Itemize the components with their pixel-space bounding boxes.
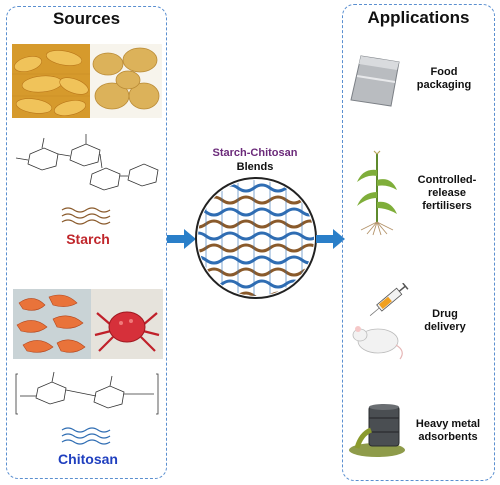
syringe-mouse-icon [352, 283, 409, 360]
corn-cobs-image [12, 44, 90, 118]
drug-delivery-label: Drug delivery [424, 308, 466, 333]
leaking-barrel-icon [349, 404, 405, 457]
crab-image [91, 289, 163, 359]
blend-network-circle [195, 177, 317, 299]
corn-plant-icon [357, 150, 397, 236]
fertilisers-label: Controlled-release fertilisers [417, 174, 477, 212]
potatoes-image [90, 44, 162, 118]
potato-photo [90, 44, 162, 118]
shrimp-image [13, 289, 91, 359]
applications-panel: Applications [342, 4, 495, 481]
chitosan-label: Chitosan [58, 451, 118, 467]
shrimp-photo [13, 289, 91, 359]
chitosan-fiber-icon [61, 427, 111, 445]
sources-title: Sources [52, 9, 121, 28]
corn-photo [12, 44, 90, 118]
food-packaging-bag-icon [350, 55, 400, 107]
food-packaging-label: Food packaging [416, 66, 472, 91]
applications-title: Applications [367, 8, 470, 27]
heavy-metal-label: Heavy metal adsorbents [415, 418, 481, 443]
arrow-to-blend [167, 229, 196, 249]
crab-photo [91, 289, 163, 359]
blend-title-line2: Blends [236, 161, 274, 173]
chitosan-structure [15, 371, 159, 415]
blend-title-line1: Starch-Chitosan [212, 147, 298, 159]
starch-structure [15, 134, 159, 191]
arrow-to-applications [316, 229, 345, 249]
starch-fiber-icon [61, 207, 111, 225]
starch-label: Starch [66, 231, 110, 247]
sources-panel: Sources [6, 6, 167, 479]
